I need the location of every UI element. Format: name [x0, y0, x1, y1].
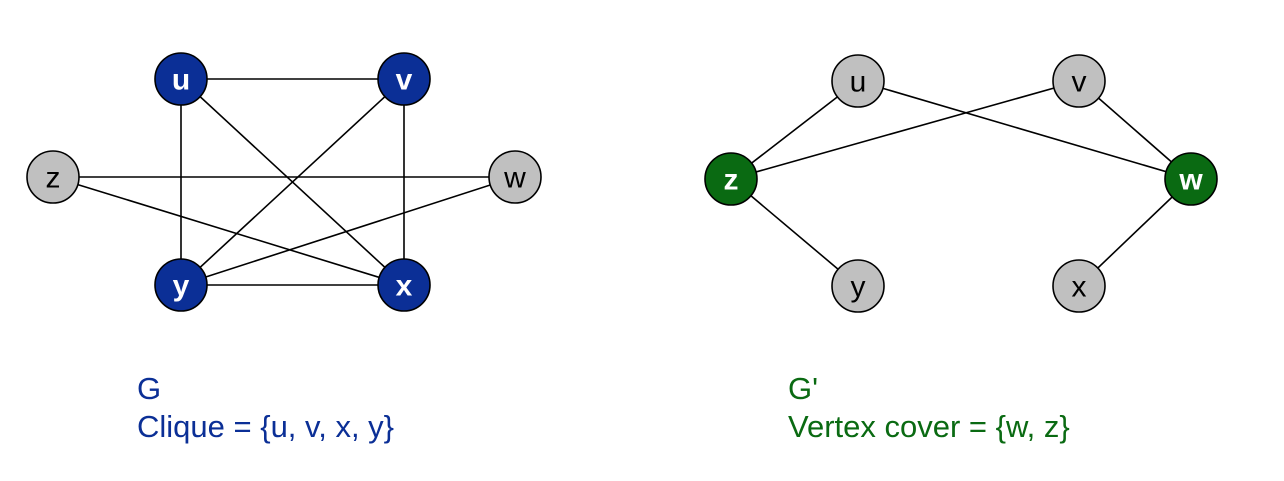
node-v [1052, 54, 1106, 108]
node-z [26, 150, 80, 204]
node-u [154, 52, 208, 106]
graph-g-prime-title: G' [788, 371, 819, 406]
edge-u-w [857, 80, 1192, 180]
node-label-w: w [503, 162, 526, 195]
graph-g-prime: u v z w y x [704, 54, 1218, 313]
node-label-v: v [1072, 66, 1087, 99]
graph-g-title: G [137, 371, 162, 406]
node-u [831, 54, 885, 108]
node-x [377, 258, 431, 312]
node-label-y: y [851, 271, 866, 304]
node-w [1164, 152, 1218, 206]
graph-g-caption: G Clique = {u, v, x, y} [137, 370, 394, 446]
edge-y-w [180, 176, 516, 286]
edge-z-x [52, 176, 405, 286]
node-label-u: u [172, 64, 190, 97]
node-label-x: x [396, 270, 413, 303]
node-label-w: w [1178, 164, 1203, 197]
node-label-z: z [724, 164, 739, 197]
graph-g-prime-cover-text: Vertex cover = {w, z} [788, 409, 1070, 444]
node-y [154, 258, 208, 312]
node-label-y: y [173, 270, 190, 303]
node-label-x: x [1072, 271, 1087, 304]
node-label-u: u [850, 66, 867, 99]
graph-g-prime-caption: G' Vertex cover = {w, z} [788, 370, 1070, 446]
node-w [488, 150, 542, 204]
node-label-v: v [396, 64, 413, 97]
graph-g-clique-text: Clique = {u, v, x, y} [137, 409, 395, 444]
edge-v-z [730, 80, 1080, 180]
node-x [1052, 259, 1106, 313]
node-y [831, 259, 885, 313]
node-z [704, 152, 758, 206]
graph-g: u v z w y x [26, 52, 542, 312]
edge-v-y [180, 78, 405, 286]
node-label-z: z [46, 162, 61, 195]
edge-z-y [730, 178, 859, 287]
node-v [377, 52, 431, 106]
